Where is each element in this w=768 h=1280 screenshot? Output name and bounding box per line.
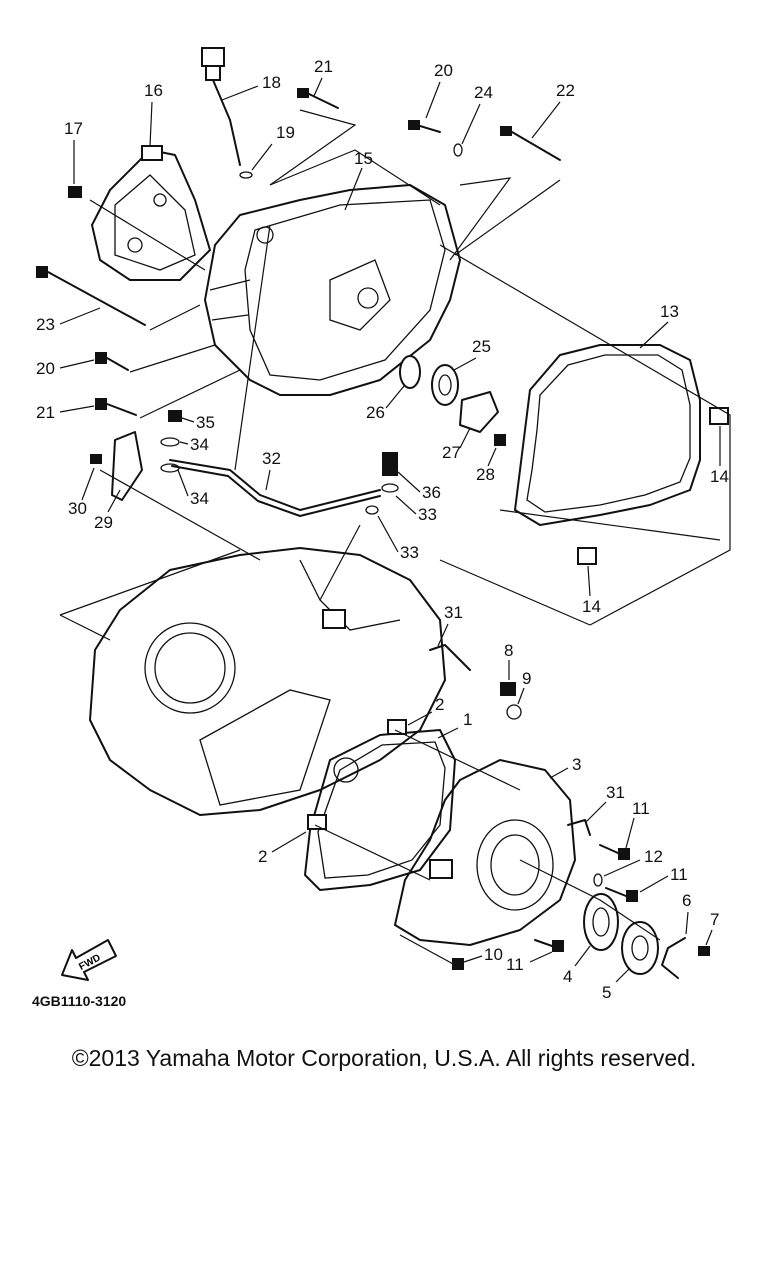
cover-plate-16 — [91, 145, 211, 281]
callout-34b: 34 — [190, 489, 209, 508]
callout-34a: 34 — [190, 435, 209, 454]
callout-labels: 1 2 2 3 4 5 6 7 8 9 10 11 11 11 12 13 14… — [36, 57, 729, 1002]
fwd-arrow-icon: FWD — [61, 939, 117, 981]
crankcase-cover-3 — [394, 759, 576, 946]
callout-4: 4 — [563, 967, 572, 986]
callout-20b: 20 — [36, 359, 55, 378]
oil-pipe-32 — [169, 459, 381, 511]
seal-4 — [583, 893, 619, 951]
dowel-2b — [307, 814, 327, 830]
copyright-notice: ©2013 Yamaha Motor Corporation, U.S.A. A… — [71, 1045, 697, 1071]
callout-23: 23 — [36, 315, 55, 334]
dipstick-18 — [201, 47, 253, 179]
callout-14b: 14 — [582, 597, 601, 616]
callout-15: 15 — [354, 149, 373, 168]
bracket-29 — [111, 431, 143, 501]
callout-17: 17 — [64, 119, 83, 138]
callout-3: 3 — [572, 755, 581, 774]
dowel-2a — [387, 719, 407, 735]
callout-12: 12 — [644, 847, 663, 866]
diagram-code: 4GB1110-3120 — [32, 993, 127, 1009]
callout-19: 19 — [276, 123, 295, 142]
callout-30: 30 — [68, 499, 87, 518]
callout-10: 10 — [484, 945, 503, 964]
bearing-25 — [431, 364, 459, 406]
callout-9: 9 — [522, 669, 531, 688]
callout-1: 1 — [463, 710, 472, 729]
dowel-14b — [577, 547, 597, 565]
clip-6 — [661, 937, 686, 979]
callout-21b: 21 — [36, 403, 55, 422]
exploded-parts-diagram: FWD 1 2 2 3 4 5 6 7 8 9 10 11 11 11 12 1… — [36, 47, 731, 1002]
callout-20a: 20 — [434, 61, 453, 80]
plate-27 — [459, 391, 499, 433]
seal-5 — [621, 921, 659, 975]
callout-13: 13 — [660, 302, 679, 321]
callout-22: 22 — [556, 81, 575, 100]
callout-11b: 11 — [670, 865, 688, 884]
callout-29: 29 — [94, 513, 113, 532]
callout-31b: 31 — [606, 783, 625, 802]
callout-18: 18 — [262, 73, 281, 92]
callout-5: 5 — [602, 983, 611, 1002]
callout-11c: 11 — [506, 955, 524, 974]
callout-16: 16 — [144, 81, 163, 100]
seal-26 — [399, 355, 421, 389]
callout-26: 26 — [366, 403, 385, 422]
callout-6: 6 — [682, 891, 691, 910]
callout-33a: 33 — [418, 505, 437, 524]
callout-36: 36 — [422, 483, 441, 502]
callout-28: 28 — [476, 465, 495, 484]
callout-7: 7 — [710, 910, 719, 929]
callout-35: 35 — [196, 413, 215, 432]
callout-14a: 14 — [710, 467, 729, 486]
callout-11a: 11 — [632, 799, 650, 818]
gasket-13 — [514, 344, 701, 526]
callout-2b: 2 — [258, 847, 267, 866]
callout-2a: 2 — [435, 695, 444, 714]
callout-33b: 33 — [400, 543, 419, 562]
callout-8: 8 — [504, 641, 513, 660]
bolts — [36, 88, 710, 970]
callout-27: 27 — [442, 443, 461, 462]
callout-32: 32 — [262, 449, 281, 468]
reference-lines — [59, 109, 731, 966]
dowel-14a — [709, 407, 729, 425]
callout-31a: 31 — [444, 603, 463, 622]
gasket-1 — [304, 729, 456, 891]
callout-24: 24 — [474, 83, 493, 102]
callout-25: 25 — [472, 337, 491, 356]
crankcase-main — [89, 547, 446, 816]
callout-21a: 21 — [314, 57, 333, 76]
crankcase-cover-15 — [204, 184, 461, 396]
